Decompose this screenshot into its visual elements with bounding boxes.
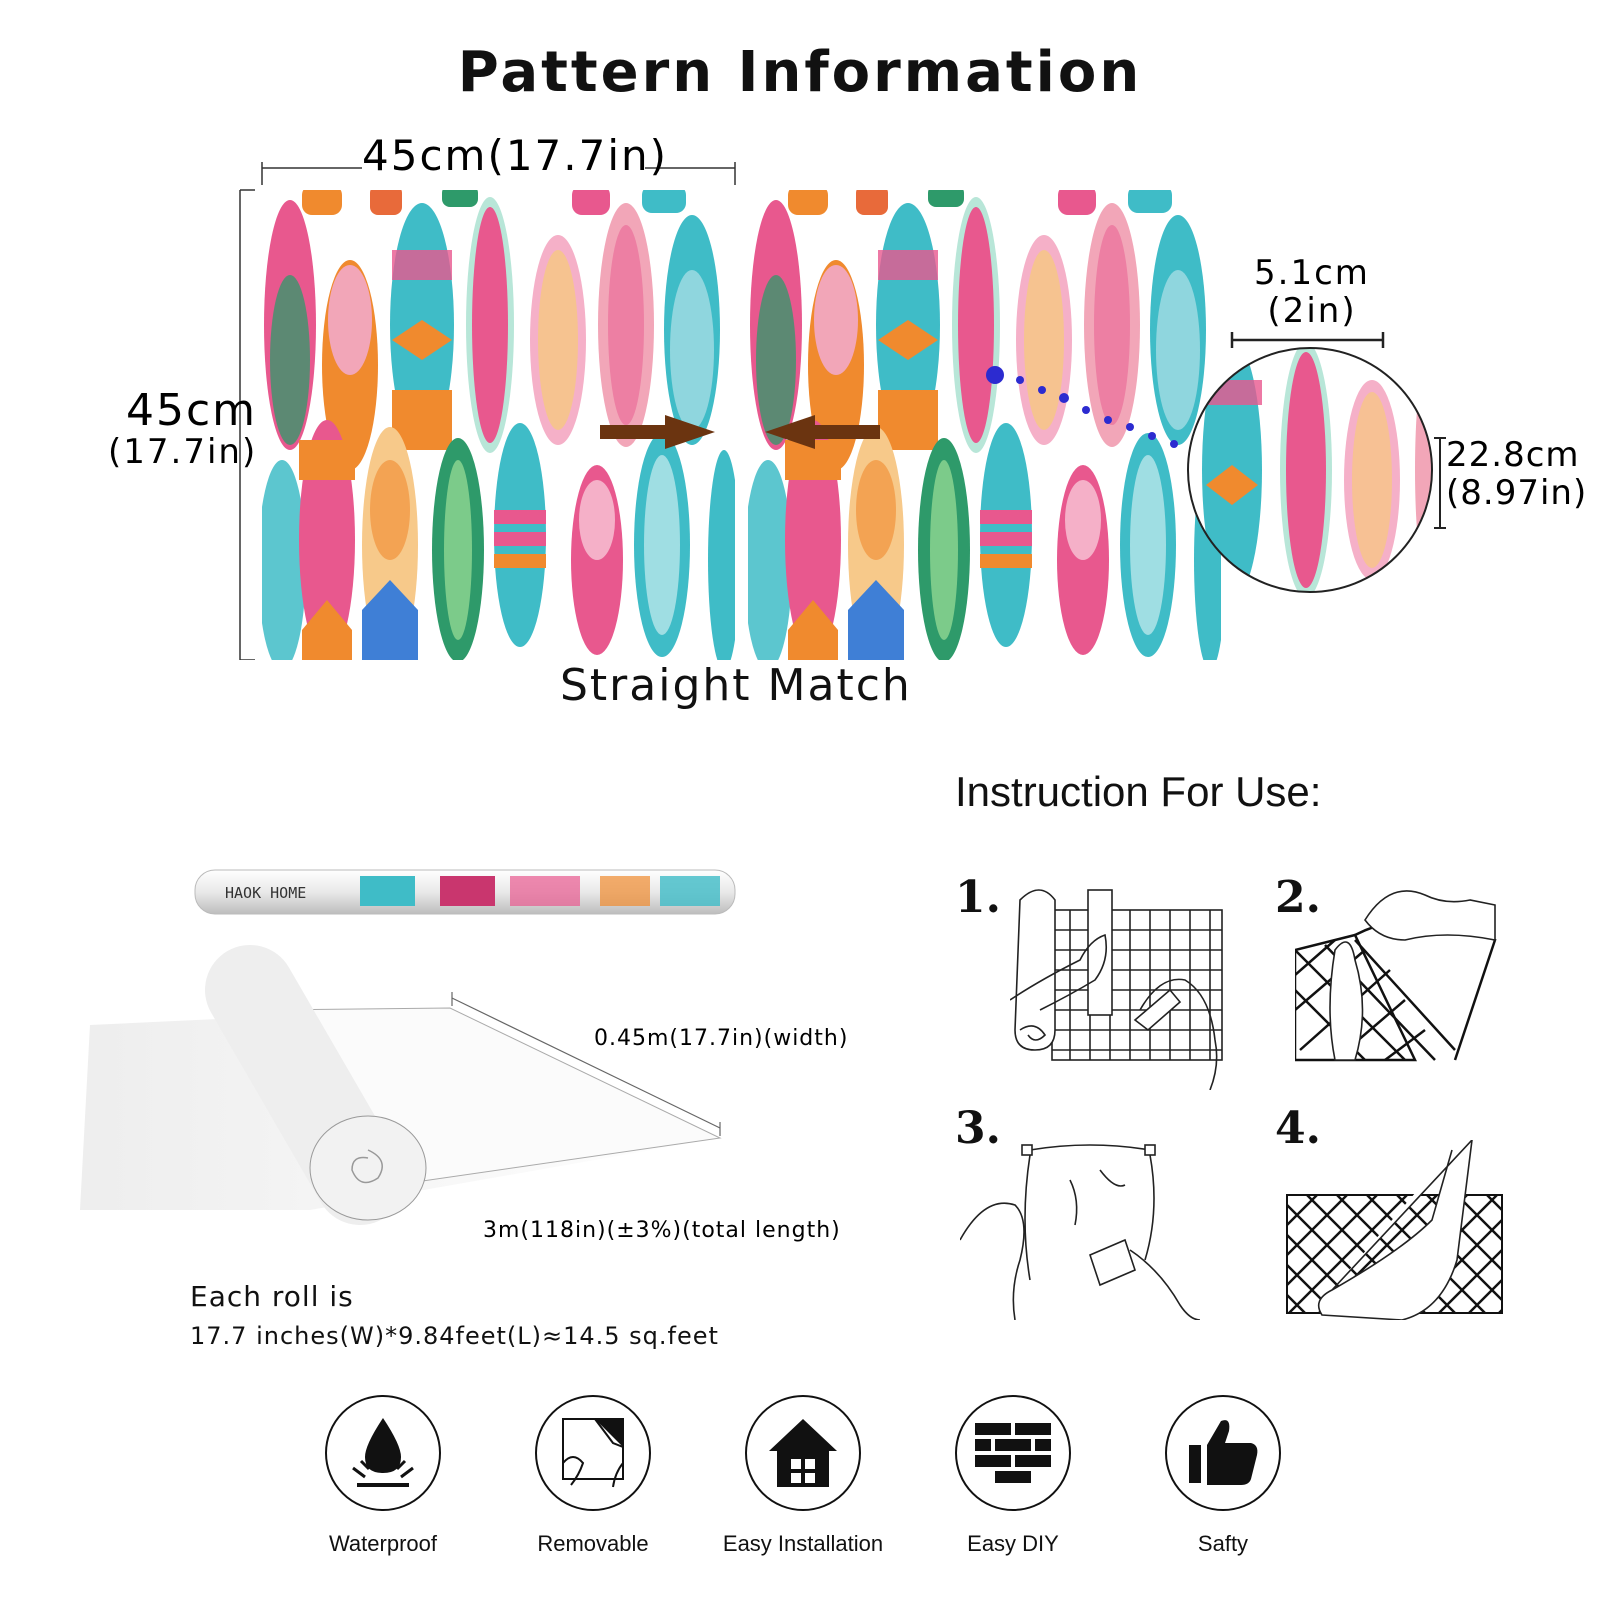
feature-label: Waterproof [328,1531,437,1556]
pattern-diagram: 45cm(17.7in) 45cm (17.7in) [108,131,1587,660]
roll-length-label: 3m(118in)(±3%)(total length) [483,1218,841,1243]
repeat-width-cm: 5.1cm [1254,253,1370,293]
thumbs-up-icon [1189,1420,1258,1485]
measure-cut-icon [1010,889,1223,1090]
width-dimension [261,162,736,185]
feature-safty: Safty [1118,1395,1328,1557]
repeat-height-dimension [1434,437,1446,529]
roll-brand: HAOK HOME [225,884,306,902]
repeat-width-in: (2in) [1267,291,1356,331]
packaged-roll: HAOK HOME [194,869,736,915]
width-label: 45cm(17.7in) [362,131,668,180]
feature-easy-installation: Easy Installation [698,1395,908,1557]
apply-smooth-icon [960,1144,1200,1320]
step-4-number: 4. [1275,1103,1321,1154]
each-roll-dimensions: 17.7 inches(W)*9.84feet(L)≈14.5 sq.feet [190,1322,719,1350]
match-arrow-right-icon [600,415,715,449]
repeat-height-cm: 22.8cm [1446,435,1580,475]
finished-wall-icon [1286,1140,1503,1320]
page-title: Pattern Information [457,40,1143,105]
step-1-number: 1. [955,872,1001,923]
feature-label: Easy Installation [722,1531,884,1556]
feature-waterproof: Waterproof [278,1395,488,1557]
peel-icon [562,1418,624,1488]
feature-label: Easy DIY [967,1531,1059,1556]
height-dimension [239,189,255,660]
match-arrow-left-icon [765,415,880,449]
instructions-title: Instruction For Use: [955,768,1322,815]
zoom-dots [986,366,1178,448]
repeat-width-dimension [1230,332,1385,348]
unrolled-roll [80,945,722,1225]
roll-diagram: HAOK HOME 0.45m(17.7in)(width) 3m(118in)… [80,869,848,1243]
step-3-number: 3. [955,1103,1001,1154]
feature-easy-diy: Easy DIY [908,1395,1118,1557]
feature-label: Removable [537,1531,649,1556]
feature-label: Safty [1197,1531,1249,1556]
each-roll-label: Each roll is [190,1280,354,1313]
peel-backing-icon [1295,890,1497,1062]
height-label-in: (17.7in) [108,432,257,472]
house-icon [769,1419,837,1487]
feature-removable: Removable [488,1395,698,1557]
repeat-zoom-circle [1187,347,1433,593]
roll-width-label: 0.45m(17.7in)(width) [594,1026,848,1051]
brick-wall-icon [975,1423,1051,1483]
repeat-height-in: (8.97in) [1446,473,1587,513]
pattern-tile-right [748,190,1221,660]
water-drop-icon [352,1418,414,1487]
height-label-cm: 45cm [126,385,257,436]
step-2-number: 2. [1275,872,1321,923]
match-type-label: Straight Match [560,660,912,711]
